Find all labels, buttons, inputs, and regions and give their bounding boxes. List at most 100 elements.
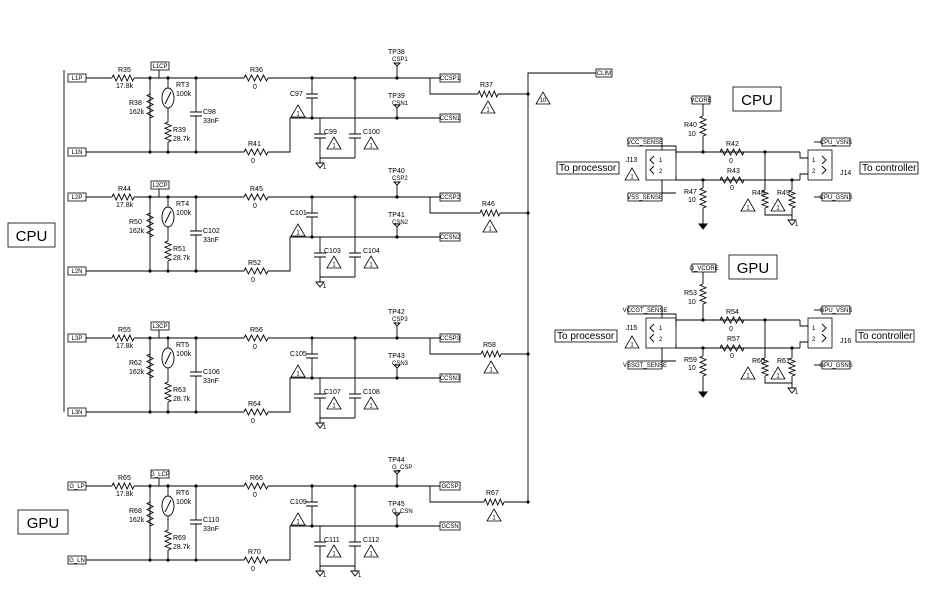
- net-name: CCSN2: [440, 235, 461, 241]
- ground-note: 1: [795, 222, 799, 228]
- ref-des: R67: [486, 490, 499, 497]
- cpu-sense-section-label: CPU: [732, 86, 782, 112]
- series-resistor: [719, 147, 745, 157]
- junction-dot: [166, 558, 170, 562]
- warning-icon: 1: [326, 136, 342, 150]
- series-resistor: [111, 333, 135, 343]
- junction-dot: [194, 410, 198, 414]
- net-name: CPU_VSNS: [820, 140, 852, 146]
- net-name: G_VCORE: [689, 266, 718, 272]
- gpu-section-label: GPU: [17, 509, 69, 535]
- value: 100k: [176, 499, 192, 506]
- junction-dot: [310, 524, 314, 528]
- capacitor-symbol: [306, 501, 318, 507]
- to-controller-text: To controller: [858, 331, 913, 342]
- ref-des: R62: [129, 360, 142, 367]
- net-name: L3CP: [152, 324, 167, 330]
- value: 0: [251, 566, 255, 573]
- capacitor-symbol: [306, 353, 318, 359]
- output-net-p: CCSP3: [439, 333, 461, 343]
- zero-ohm-resistor: [243, 481, 269, 491]
- node-net: L1CP: [150, 61, 170, 71]
- net-name: G_LCP: [150, 472, 170, 478]
- node-net: L2CP: [150, 180, 170, 190]
- ref-des: C104: [363, 248, 380, 255]
- output-resistor: [479, 208, 501, 218]
- output-resistor: [477, 89, 499, 99]
- test-point-icon: [392, 512, 402, 517]
- junction-dot: [790, 178, 794, 182]
- warning-icon: 1: [326, 544, 342, 558]
- value: 0: [253, 492, 257, 499]
- value: 10: [688, 299, 696, 306]
- value: 0: [729, 326, 733, 333]
- series-resistor: [111, 481, 135, 491]
- sense-input-pos: VCC_SENSE: [627, 137, 663, 147]
- value: 0: [253, 344, 257, 351]
- value: 100k: [176, 210, 192, 217]
- junction-dot: [148, 558, 152, 562]
- warning-icon: 1: [290, 223, 306, 237]
- pulldown-resistor: [698, 187, 708, 209]
- junction-dot: [310, 116, 314, 120]
- ref-des: C98: [203, 109, 216, 116]
- junction-dot: [148, 410, 152, 414]
- junction-dot: [166, 150, 170, 154]
- value: 0: [251, 158, 255, 165]
- ground-note: 1: [323, 284, 327, 290]
- pin-number: 1: [812, 158, 816, 164]
- warning-note: 1: [489, 368, 493, 374]
- ref-des: C100: [363, 129, 380, 136]
- junction-dot: [353, 336, 357, 340]
- sense-output-pos: CPU_VSNS: [820, 137, 852, 147]
- value: 0: [730, 185, 734, 192]
- pin-number: 1: [812, 326, 816, 332]
- input-net-p: L1P: [67, 73, 87, 83]
- node-net: G_LCP: [150, 469, 170, 479]
- test-point-ref: TP42: [388, 309, 405, 316]
- junction-dot: [310, 76, 314, 80]
- ref-des: R55: [118, 327, 131, 334]
- wire: [164, 91, 172, 105]
- zero-ohm-resistor: [243, 73, 269, 83]
- wire: [675, 319, 800, 326]
- test-point-icon: [392, 223, 402, 228]
- input-net-p: L3P: [67, 333, 87, 343]
- test-point-ref: TP44: [388, 457, 405, 464]
- bus-net-label: CLIM: [595, 68, 613, 78]
- wire: [268, 117, 420, 153]
- junction-dot: [395, 195, 399, 199]
- ground-icon: 1: [787, 215, 799, 228]
- warning-note: 1: [296, 520, 300, 526]
- test-point-icon: [392, 364, 402, 369]
- value: 17.8k: [116, 343, 134, 350]
- test-point-icon: [392, 104, 402, 109]
- output-net-p: GCSP: [439, 481, 461, 491]
- to-controller-label: To controller: [859, 161, 919, 175]
- test-point-ref: TP40: [388, 168, 405, 175]
- capacitor-symbol: [306, 212, 318, 218]
- zero-ohm-resistor: [243, 266, 269, 276]
- section-title: GPU: [737, 260, 770, 277]
- value: 28.7k: [173, 136, 191, 143]
- capacitor-symbol: [190, 519, 202, 525]
- value: 162k: [129, 228, 145, 235]
- net-name: CCSN1: [440, 116, 461, 122]
- pullup-resistor: [698, 115, 708, 137]
- wire: [675, 344, 800, 349]
- output-net-p: CCSP1: [439, 73, 461, 83]
- value: 33nF: [203, 118, 219, 125]
- ref-des: R70: [248, 549, 261, 556]
- wire: [646, 313, 677, 320]
- junction-dot: [148, 150, 152, 154]
- warning-note: 1: [630, 175, 634, 181]
- warning-note: 1: [332, 263, 336, 269]
- ref-des: R58: [483, 342, 496, 349]
- wire: [164, 210, 172, 224]
- ref-des: RT6: [176, 490, 189, 497]
- bottom-resistor: [163, 529, 173, 551]
- output-resistor: [483, 497, 505, 507]
- net-name: CCSP3: [440, 336, 461, 342]
- ref-des: C102: [203, 228, 220, 235]
